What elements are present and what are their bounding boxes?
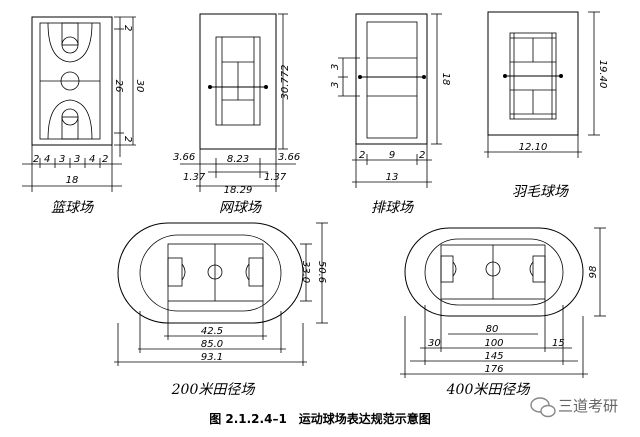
t200-d2: 85.0 [201, 339, 223, 350]
bb-seg-4: 3 [74, 154, 80, 165]
vb-seg-m: 9 [389, 150, 395, 161]
tennis-court: 30.772 3.66 8.23 3.66 1.37 1.37 18.29 网球… [173, 13, 300, 216]
bd-label: 羽毛球场 [512, 184, 569, 200]
tn-label: 网球场 [219, 200, 262, 216]
wechat-icon [530, 397, 556, 418]
bb-seg-3: 3 [59, 154, 65, 165]
tn-alley-r: 1.37 [264, 172, 287, 183]
vb-seg-r: 2 [419, 150, 425, 161]
track-200m: 33.0 50.6 42.5 85.0 93.1 200米田径场 [114, 222, 328, 398]
t200-outer-h: 50.6 [316, 261, 327, 283]
bb-end-top: 2 [122, 25, 133, 31]
tn-len: 30.772 [280, 65, 291, 100]
t200-label: 200米田径场 [171, 382, 256, 398]
bd-len: 19.40 [597, 60, 608, 89]
t400-d1: 80 [486, 324, 499, 335]
tn-inner: 8.23 [227, 154, 249, 165]
vb-seg-l: 2 [359, 150, 365, 161]
bb-seg-5: 4 [89, 154, 95, 165]
vb-attack-a: 3 [330, 64, 341, 70]
vb-label: 排球场 [371, 200, 414, 216]
tn-side-l: 3.66 [173, 152, 195, 163]
bb-width: 18 [66, 175, 79, 186]
t400-d2-l: 30 [428, 338, 441, 349]
watermark: 三道考研 [530, 397, 618, 418]
bb-len: 26 [113, 80, 124, 93]
t400-outer-h: 98 [588, 266, 599, 279]
bb-seg-6: 2 [102, 154, 108, 165]
watermark-text: 三道考研 [558, 397, 618, 415]
vb-width: 13 [386, 172, 399, 183]
t200-inner-h: 33.0 [300, 261, 311, 283]
bb-seg-2: 4 [44, 154, 50, 165]
bb-label: 篮球场 [51, 200, 94, 216]
bb-seg-1: 2 [33, 154, 39, 165]
bb-end-bot: 2 [122, 136, 133, 142]
vb-len: 18 [440, 73, 451, 86]
basketball-court: 2 26 30 2 2 4 3 3 4 2 18 篮球场 [22, 16, 145, 216]
t400-label: 400米田径场 [446, 382, 531, 398]
volleyball-court: 3 3 18 2 9 2 13 排球场 [330, 13, 451, 216]
t200-d3: 93.1 [201, 352, 223, 363]
track-400m: 98 80 30 100 15 145 176 400米田径场 [400, 227, 606, 398]
bb-total-len: 30 [134, 80, 145, 93]
t400-d4: 176 [484, 364, 503, 375]
badminton-court: 19.40 12.10 羽毛球场 [484, 11, 608, 200]
figure-caption: 图 2.1.2.4–1 运动球场表达规范示意图 [209, 411, 431, 426]
bd-width: 12.10 [519, 142, 548, 153]
t400-d3: 145 [484, 351, 503, 362]
t200-d1: 42.5 [201, 326, 223, 337]
t400-d2-r: 15 [552, 338, 565, 349]
tn-width: 18.29 [224, 185, 253, 196]
tn-alley-l: 1.37 [183, 172, 206, 183]
tn-side-r: 3.66 [278, 152, 300, 163]
vb-attack-b: 3 [330, 82, 341, 88]
t400-d2-m: 100 [484, 338, 503, 349]
